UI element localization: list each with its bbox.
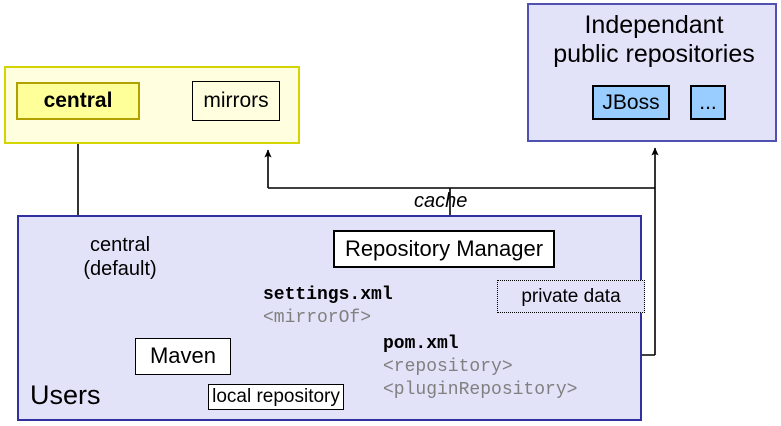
mirrors-label: mirrors: [203, 89, 269, 113]
central-default-line2: (default): [83, 258, 157, 281]
central-repository-label: central: [43, 89, 113, 113]
repository-manager-label: Repository Manager: [344, 235, 544, 261]
users-group-label: Users: [30, 380, 101, 410]
more-repositories-box[interactable]: ...: [690, 85, 726, 120]
settings-xml-annotation: settings.xml: [263, 285, 393, 305]
jboss-repository-box[interactable]: JBoss: [592, 85, 670, 120]
more-repositories-label: ...: [699, 90, 717, 114]
maven-label: Maven: [149, 343, 217, 369]
local-repository-label: local repository: [212, 386, 340, 408]
local-repository-box[interactable]: local repository: [208, 384, 344, 410]
plugin-repository-tag-annotation: <pluginRepository>: [383, 380, 578, 400]
cache-annotation: cache: [414, 190, 468, 212]
central-default-line1: central: [89, 234, 151, 256]
pom-xml-annotation: pom.xml: [383, 334, 459, 354]
central-repository-box[interactable]: central: [16, 82, 140, 120]
mirror-of-annotation: <mirrorOf>: [263, 308, 372, 328]
private-data-label: private data: [521, 285, 621, 307]
private-data-box[interactable]: private data: [497, 280, 645, 313]
independent-repos-title-line2: public repositories: [553, 40, 755, 68]
repository-tag-annotation: <repository>: [383, 357, 513, 377]
jboss-label: JBoss: [602, 90, 660, 114]
central-default-annotation: central (default): [40, 233, 200, 282]
independent-public-repositories-group: Independant public repositories: [527, 3, 777, 142]
repository-manager-box[interactable]: Repository Manager: [333, 230, 555, 268]
independent-public-repositories-title: Independant public repositories: [529, 11, 779, 69]
maven-box[interactable]: Maven: [135, 338, 231, 375]
mirrors-box[interactable]: mirrors: [192, 81, 280, 121]
independent-repos-title-line1: Independant: [584, 11, 724, 39]
